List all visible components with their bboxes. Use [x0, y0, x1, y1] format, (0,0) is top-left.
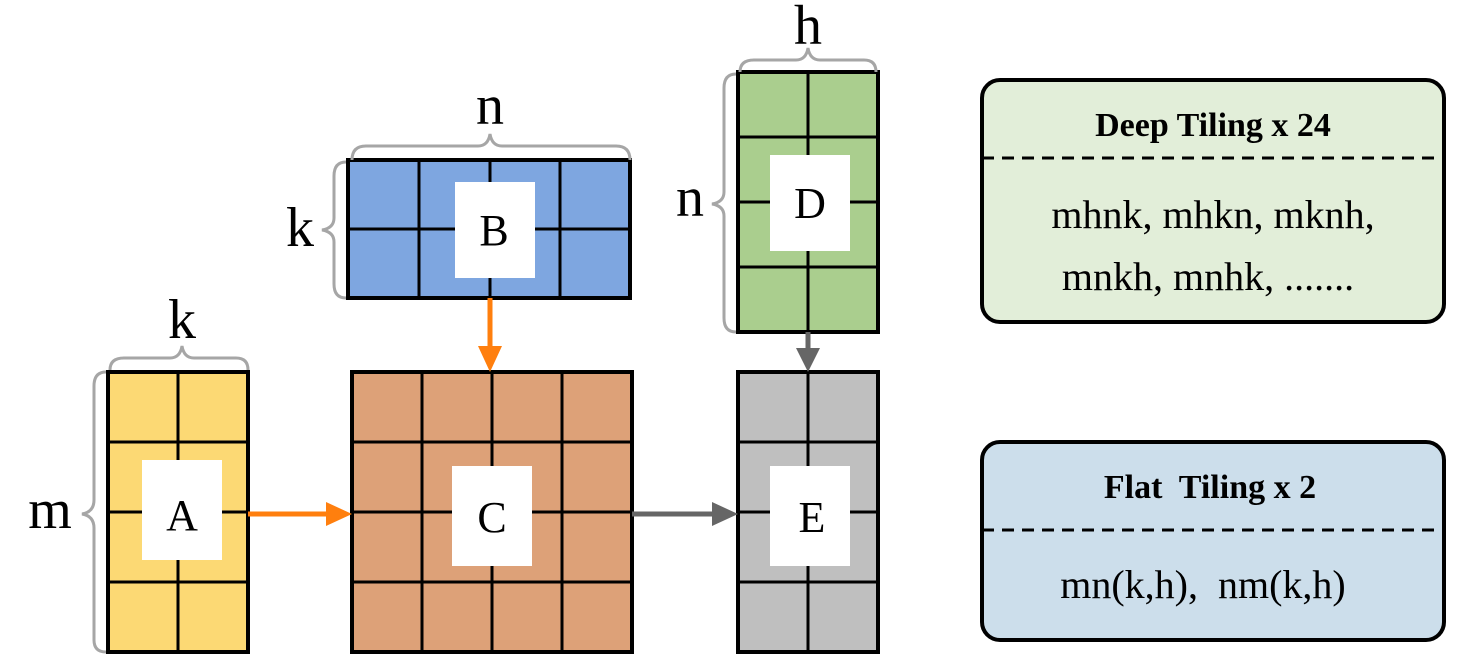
- flat-tiling-title: Flat Tiling x 2: [1104, 469, 1316, 506]
- matrix-d-label-box: [770, 155, 850, 251]
- matrix-b-label: B: [479, 206, 508, 255]
- deep-tiling-line1: mhnk, mhkn, mknh,: [1051, 192, 1374, 237]
- deep-tiling-title: Deep Tiling x 24: [1095, 107, 1331, 144]
- arrow-d-to-e: [796, 332, 820, 372]
- dim-d-top: h: [794, 0, 822, 57]
- matrix-e: E: [736, 370, 880, 654]
- matrix-b-label-box: [455, 182, 535, 278]
- deep-tiling-line2: mnkh, mnhk, .......: [1062, 254, 1354, 299]
- dim-b-left: k: [286, 197, 314, 259]
- matrix-d-label: D: [794, 179, 826, 228]
- arrow-a-to-c: [248, 502, 352, 526]
- matrix-a-label: A: [166, 491, 198, 540]
- dim-d-left: n: [676, 167, 704, 229]
- flat-tiling-line1: mn(k,h), nm(k,h): [1060, 562, 1346, 607]
- dim-a-left: m: [28, 479, 72, 541]
- matrix-c: C: [350, 370, 634, 654]
- arrow-b-to-c: [478, 298, 502, 372]
- matrix-a-label-box: [142, 460, 222, 560]
- deep-tiling-box: Deep Tiling x 24 mhnk, mhkn, mknh, mnkh,…: [980, 78, 1446, 324]
- matrix-a: A: [106, 370, 250, 654]
- dim-a-top: k: [168, 289, 196, 351]
- dim-b-top: n: [476, 75, 504, 137]
- matrix-e-label: E: [799, 493, 826, 542]
- matrix-c-label: C: [477, 493, 506, 542]
- arrow-c-to-e: [632, 502, 738, 526]
- matrix-e-label-box: [770, 466, 850, 566]
- flat-tiling-box: Flat Tiling x 2 mn(k,h), nm(k,h): [980, 440, 1446, 642]
- matrix-b: B: [346, 158, 632, 300]
- matrix-d: D: [736, 70, 880, 334]
- matrix-c-label-box: [452, 466, 532, 566]
- dimension-braces: [81, 47, 878, 654]
